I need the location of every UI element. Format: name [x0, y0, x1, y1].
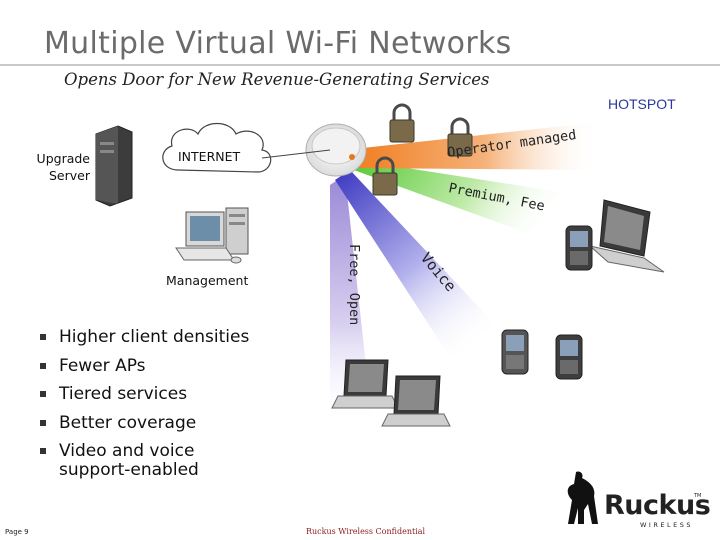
internet-cloud-icon: [162, 122, 331, 173]
bullet-item: Higher client densities: [40, 323, 249, 352]
smartphone-icon: [555, 334, 583, 380]
internet-label: INTERNET: [178, 149, 241, 164]
trademark-mark: TM: [694, 493, 702, 499]
ruckus-logo-subtitle: WIRELESS: [640, 521, 693, 529]
padlock-icon: [372, 156, 398, 196]
bullet-square-icon: [40, 362, 46, 369]
beam-premium: [340, 160, 580, 245]
upgrade-server-label-line2: Server: [49, 168, 90, 183]
bullet-square-icon: [40, 448, 46, 454]
bullet-item: Fewer APs: [40, 352, 249, 381]
laptop-icon: [381, 375, 451, 427]
title-divider: [0, 64, 720, 66]
slide-title: Multiple Virtual Wi-Fi Networks: [44, 26, 512, 61]
upgrade-server-icon: [95, 125, 133, 207]
management-label: Management: [166, 273, 248, 288]
bullet-square-icon: [40, 334, 46, 340]
page-number: Page 9: [5, 528, 29, 536]
feature-bullet-list: Higher client densities Fewer APs Tiered…: [40, 323, 249, 484]
upgrade-server-label: Upgrade Server: [30, 150, 90, 184]
laptop-icon: [588, 199, 665, 273]
bullet-square-icon: [40, 391, 46, 397]
padlock-icon: [389, 103, 415, 143]
bullet-item: Better coverage: [40, 409, 249, 438]
bullet-square-icon: [40, 419, 46, 426]
laptop-icon: [331, 359, 399, 409]
bullet-continuation: support-enabled: [59, 459, 199, 480]
management-computer-icon: [175, 207, 249, 264]
hotspot-label: HOTSPOT: [608, 96, 676, 112]
smartphone-icon: [565, 225, 593, 271]
smartphone-icon: [501, 329, 529, 375]
padlock-icon: [447, 117, 473, 157]
ruckus-logo-wordmark: Ruckus: [604, 490, 711, 521]
bullet-item: Video and voice support-enabled: [40, 437, 249, 484]
upgrade-server-label-line1: Upgrade: [36, 151, 90, 166]
beam-voice: [335, 170, 505, 365]
beam-label-free-open: Free, Open: [346, 244, 362, 325]
access-point-icon: [305, 123, 367, 177]
bullet-item: Tiered services: [40, 380, 249, 409]
confidential-footer: Ruckus Wireless Confidential: [306, 527, 426, 536]
ruckus-dog-logo-icon: [567, 471, 598, 524]
slide-subtitle: Opens Door for New Revenue-Generating Se…: [64, 70, 490, 89]
